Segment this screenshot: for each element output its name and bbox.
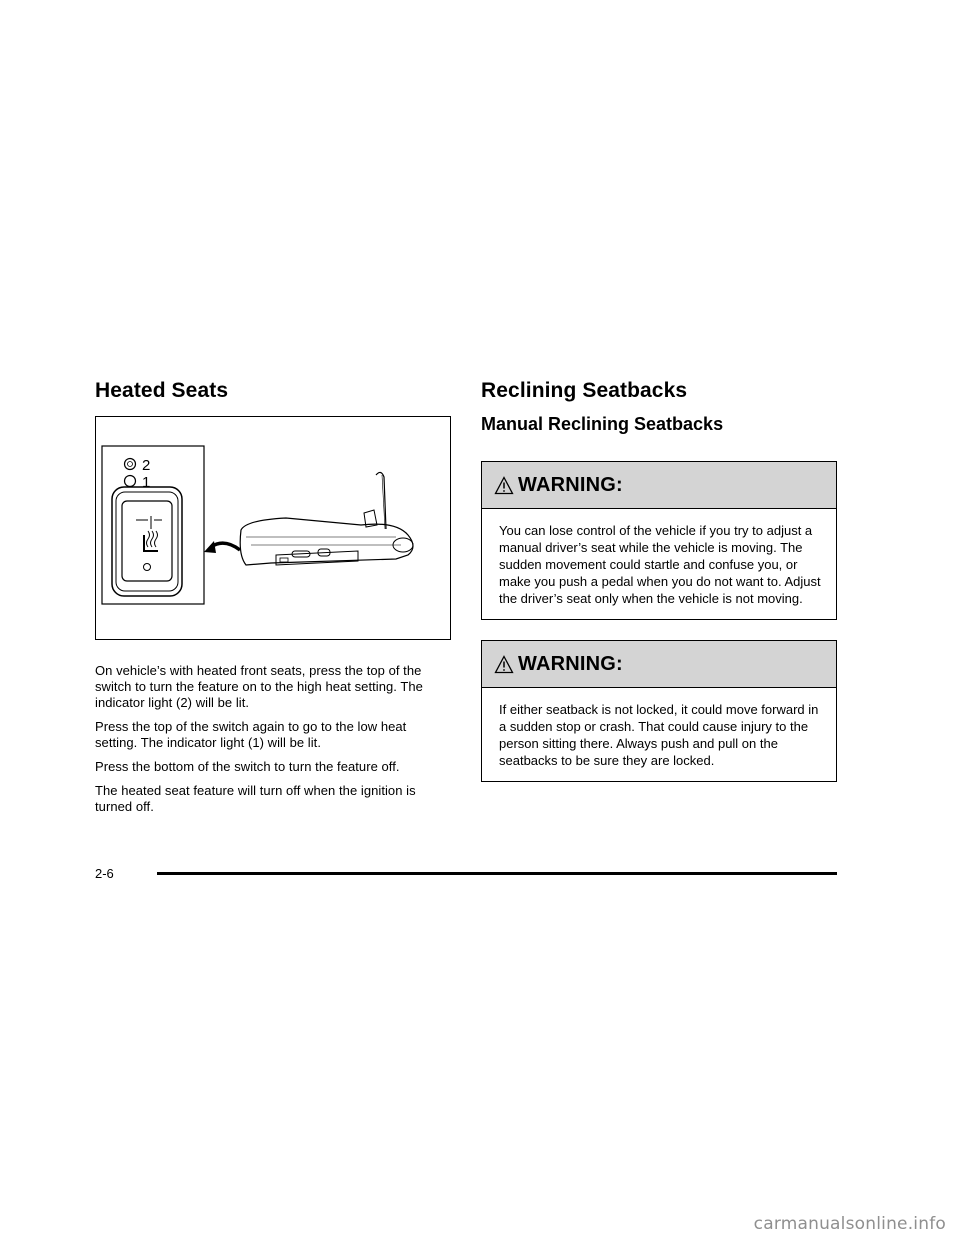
warning-box: WARNING: You can lose control of the veh… bbox=[481, 461, 837, 620]
warning-triangle-icon bbox=[494, 654, 514, 673]
warning-content: If either seatback is not locked, it cou… bbox=[482, 688, 836, 781]
footer-rule bbox=[157, 872, 837, 875]
switch-panel bbox=[101, 445, 205, 605]
warning-text: If either seatback is not locked, it cou… bbox=[499, 702, 819, 768]
indicator-label-high: 2 bbox=[142, 457, 150, 474]
arrow-icon bbox=[210, 541, 242, 552]
paragraph: On vehicle’s with heated front seats, pr… bbox=[95, 663, 423, 710]
indicator-light-low-icon bbox=[123, 474, 137, 488]
seat-switch-drawing: 2 1 bbox=[101, 445, 414, 605]
indicator-label-low: 1 bbox=[142, 474, 150, 491]
warning-label: WARNING: bbox=[518, 652, 623, 675]
warning-box: WARNING: If either seatback is not locke… bbox=[481, 640, 837, 782]
paragraph: Press the top of the switch again to go … bbox=[95, 719, 407, 750]
indicator-light-high-icon bbox=[123, 457, 137, 471]
heated-seats-heading: Heated Seats bbox=[95, 379, 229, 402]
warning-header: WARNING: bbox=[482, 462, 836, 509]
reclining-seatbacks-heading: Reclining Seatbacks bbox=[481, 379, 688, 402]
watermark: carmanualsonline.info bbox=[753, 1214, 946, 1234]
warning-triangle-icon bbox=[494, 475, 514, 494]
rocker-switch-bezel bbox=[111, 486, 183, 597]
left-column: Heated Seats 2 1 bbox=[95, 378, 451, 823]
heated-seat-illustration: 2 1 bbox=[95, 416, 451, 640]
rocker-switch bbox=[121, 500, 173, 582]
page-number: 2-6 bbox=[95, 866, 114, 881]
heated-seats-body: On vehicle’s with heated front seats, pr… bbox=[95, 663, 451, 815]
seat-cushion-drawing bbox=[239, 471, 414, 566]
warning-text: You can lose control of the vehicle if y… bbox=[499, 523, 821, 606]
paragraph: The heated seat feature will turn off wh… bbox=[95, 783, 416, 814]
paragraph: Press the bottom of the switch to turn t… bbox=[95, 759, 400, 774]
warning-content: You can lose control of the vehicle if y… bbox=[482, 509, 836, 619]
seat-heat-icon bbox=[143, 530, 158, 552]
warning-header: WARNING: bbox=[482, 641, 836, 688]
warning-label: WARNING: bbox=[518, 473, 623, 496]
right-column: Reclining Seatbacks Manual Reclining Sea… bbox=[481, 378, 837, 782]
manual-reclining-seatbacks-subheading: Manual Reclining Seatbacks bbox=[481, 414, 724, 434]
